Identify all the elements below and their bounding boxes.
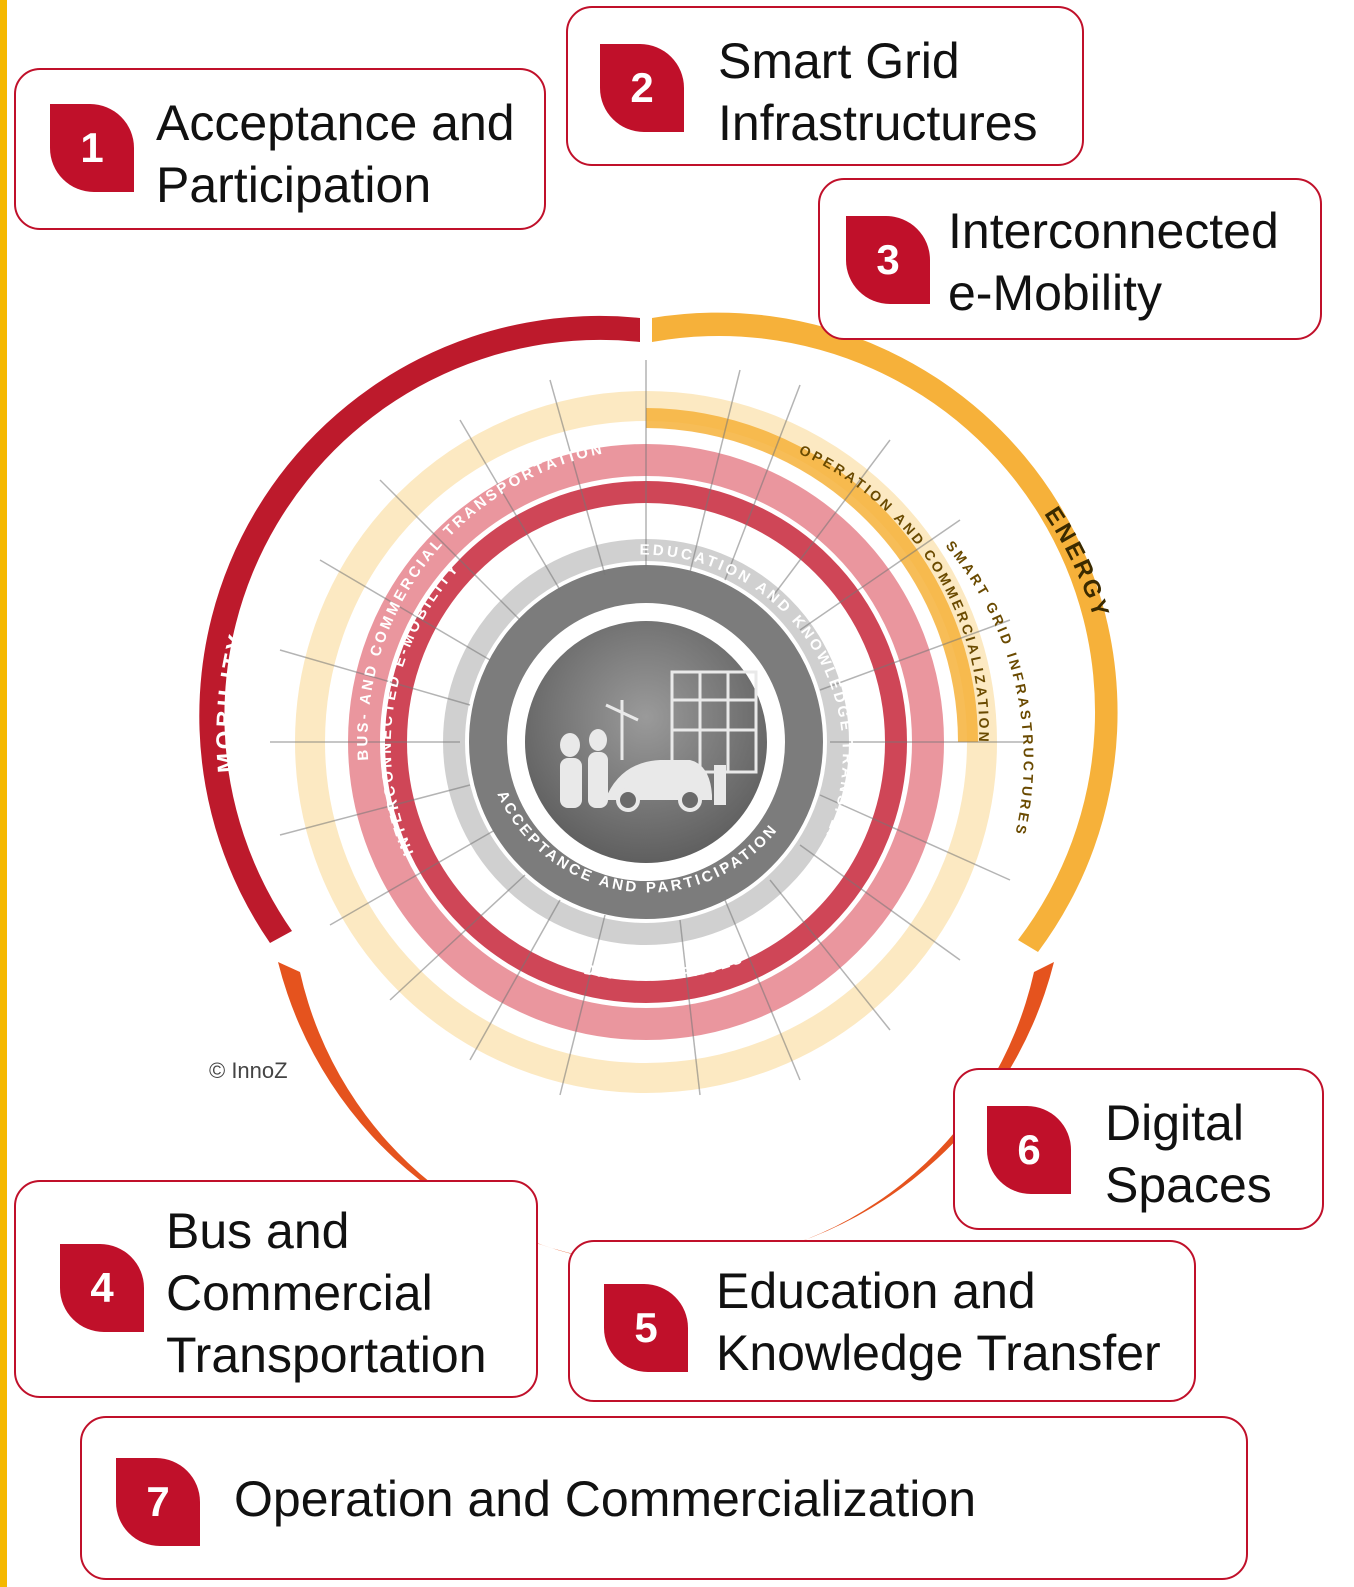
topic-badge-4: 4 — [60, 1244, 144, 1332]
topic-badge-7: 7 — [116, 1458, 200, 1546]
topic-badge-6: 6 — [987, 1106, 1071, 1194]
topic-box-4: 4 Bus and Commercial Transportation — [14, 1180, 538, 1398]
topic-badge-3: 3 — [846, 216, 930, 304]
energy-inner-band — [645, 408, 978, 743]
credit-text: © InnoZ — [209, 1058, 288, 1083]
topic-box-1: 1 Acceptance and Participation — [14, 68, 546, 230]
topic-label-7: Operation and Commercialization — [234, 1471, 977, 1527]
topic-badge-2: 2 — [600, 44, 684, 132]
left-accent-strip — [0, 0, 7, 1587]
spokes — [270, 360, 1025, 1096]
topic-label-4: Bus and Commercial Transportation — [166, 1203, 487, 1383]
topic-label-3: Interconnected e-Mobility — [948, 203, 1279, 321]
topic-label-2: Smart Grid Infrastructures — [718, 33, 1038, 151]
label-energy: ENERGY — [1039, 502, 1115, 623]
topic-box-5: 5 Education and Knowledge Transfer — [568, 1240, 1196, 1402]
topic-label-5: Education and Knowledge Transfer — [716, 1263, 1161, 1381]
center-circle — [519, 615, 773, 869]
center-illustration — [560, 670, 758, 812]
topic-box-7: 7 Operation and Commercialization — [80, 1416, 1248, 1580]
label-communication: COMMUNICATION — [543, 1146, 772, 1189]
topic-badge-5: 5 — [604, 1284, 688, 1372]
outer-ring-energy — [652, 312, 1118, 952]
outer-ring-mobility — [199, 315, 640, 943]
topic-box-3: 3 Interconnected e-Mobility — [818, 178, 1322, 340]
topic-box-2: 2 Smart Grid Infrastructures — [566, 6, 1084, 166]
topic-badge-1: 1 — [50, 104, 134, 192]
topic-box-6: 6 Digital Spaces — [953, 1068, 1324, 1230]
topic-label-1: Acceptance and Participation — [156, 95, 515, 213]
topic-label-6: Digital Spaces — [1105, 1095, 1272, 1213]
gray-band — [469, 565, 823, 919]
